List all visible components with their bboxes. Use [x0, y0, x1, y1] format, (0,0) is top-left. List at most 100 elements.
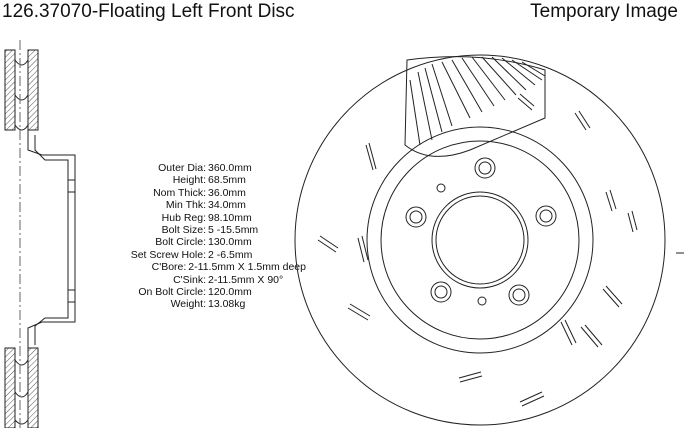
- bolt-hole: [474, 157, 496, 179]
- rotor-slots: [317, 93, 638, 407]
- slot: [519, 391, 543, 403]
- spec-row-nom-thick: Nom Thick:36.0mm: [96, 187, 306, 199]
- bolt-hole-inner: [409, 210, 423, 224]
- spec-row-on-bolt-circle: On Bolt Circle:120.0mm: [96, 286, 306, 298]
- slot: [560, 321, 573, 346]
- spec-row-outer-dia: Outer Dia:360.0mm: [96, 162, 306, 174]
- set-screw-hole: [436, 183, 446, 193]
- spec-value: 68.5mm: [208, 174, 246, 187]
- section-vanes-bottom: [14, 359, 29, 425]
- vane: [409, 79, 421, 146]
- spec-label: Set Screw Hole:: [130, 248, 206, 261]
- section-bolt-hole-bottom: [67, 289, 76, 303]
- spec-row-bolt-circle: Bolt Circle:130.0mm: [96, 236, 306, 248]
- slot: [519, 93, 535, 107]
- slot: [564, 319, 577, 344]
- slot: [584, 324, 603, 346]
- slot: [458, 371, 482, 379]
- spec-label: Bolt Circle:: [155, 236, 206, 249]
- bolt-hole: [405, 206, 427, 228]
- spec-value: 2 -6.5mm: [208, 248, 253, 261]
- friction-ring-inner-edge: [366, 126, 594, 354]
- spec-label: On Bolt Circle:: [138, 286, 206, 299]
- spec-row-min-thk: Min Thk:34.0mm: [96, 199, 306, 211]
- slot: [574, 112, 587, 131]
- rotor-outer-edge: [294, 54, 666, 426]
- spec-row-weight: Weight:13.08kg: [96, 298, 306, 310]
- spec-value: 13.08kg: [208, 298, 246, 311]
- spec-value: 2-11.5mm X 1.5mm deep: [188, 261, 306, 274]
- temporary-image-label: Temporary Image: [530, 1, 678, 22]
- section-hat-inner: [34, 135, 69, 345]
- vane: [501, 57, 546, 86]
- spec-list: Outer Dia:360.0mm Height:68.5mm Nom Thic…: [96, 162, 306, 311]
- slot: [459, 375, 483, 383]
- slot: [631, 210, 638, 231]
- bolt-hole: [508, 284, 530, 306]
- spec-row-csink: C'Sink:2-11.5mm X 90°: [96, 274, 306, 286]
- hat-outer-edge: [380, 140, 580, 340]
- slot: [357, 237, 365, 263]
- slot: [517, 97, 533, 111]
- set-screw-hole: [477, 296, 487, 306]
- section-ring-bottom-inner: [27, 347, 39, 428]
- spec-row-bolt-size: Bolt Size:5 -15.5mm: [96, 224, 306, 236]
- spec-value: 5 -15.5mm: [208, 224, 259, 237]
- section-ring-top-inner: [27, 49, 39, 131]
- section-vanes-top: [14, 59, 29, 131]
- slot: [347, 307, 369, 321]
- slot: [580, 326, 599, 348]
- vane: [417, 63, 453, 141]
- spec-label: C'Sink:: [173, 273, 206, 286]
- spec-value: 36.0mm: [208, 186, 246, 199]
- slot: [361, 235, 369, 261]
- spec-value: 98.10mm: [208, 211, 252, 224]
- cutaway-vanes: [404, 56, 546, 157]
- slot: [578, 110, 591, 129]
- spec-value: 120.0mm: [208, 286, 252, 299]
- section-hat-outline: [27, 130, 76, 348]
- hub-bore: [431, 191, 529, 289]
- section-ring-bottom-outer: [4, 347, 16, 428]
- slot: [605, 285, 623, 305]
- spec-value: 360.0mm: [208, 162, 252, 174]
- spec-label: Weight:: [170, 298, 206, 311]
- spec-label: Hub Reg:: [161, 211, 206, 224]
- slot: [602, 288, 620, 308]
- slot: [368, 142, 377, 170]
- slot: [609, 189, 617, 210]
- spec-label: Outer Dia:: [158, 162, 206, 174]
- spec-label: Min Thk:: [165, 199, 206, 212]
- part-title: 126.37070-Floating Left Front Disc: [2, 1, 295, 22]
- hub-bore-chamfer: [435, 195, 525, 285]
- bolt-holes: [405, 157, 557, 306]
- slot: [319, 235, 339, 249]
- spec-label: C'Bore:: [151, 261, 187, 274]
- bolt-hole-inner: [512, 288, 526, 302]
- bolt-hole: [535, 205, 557, 227]
- slot: [521, 395, 545, 407]
- spec-row-set-screw-hole: Set Screw Hole:2 -6.5mm: [96, 249, 306, 261]
- spec-row-height: Height:68.5mm: [96, 174, 306, 186]
- spec-value: 34.0mm: [208, 199, 246, 212]
- vane: [441, 57, 495, 119]
- slot: [317, 239, 337, 253]
- spec-value: 2-11.5mm X 90°: [208, 273, 284, 286]
- spec-row-hub-reg: Hub Reg:98.10mm: [96, 212, 306, 224]
- slot: [627, 212, 634, 233]
- spec-label: Nom Thick:: [153, 186, 206, 199]
- spec-label: Height:: [172, 174, 206, 187]
- bolt-hole-inner: [434, 285, 448, 299]
- bolt-hole-inner: [539, 209, 553, 223]
- cutaway-outline: [404, 56, 546, 157]
- spec-row-cbore: C'Bore:2-11.5mm X 1.5mm deep: [96, 261, 306, 273]
- vane: [471, 56, 527, 101]
- slot: [365, 144, 374, 171]
- bolt-hole-inner: [478, 161, 492, 175]
- spec-value: 130.0mm: [208, 236, 252, 249]
- bolt-hole: [430, 281, 452, 303]
- spec-label: Bolt Size:: [161, 224, 206, 237]
- section-bolt-hole-top: [67, 179, 76, 193]
